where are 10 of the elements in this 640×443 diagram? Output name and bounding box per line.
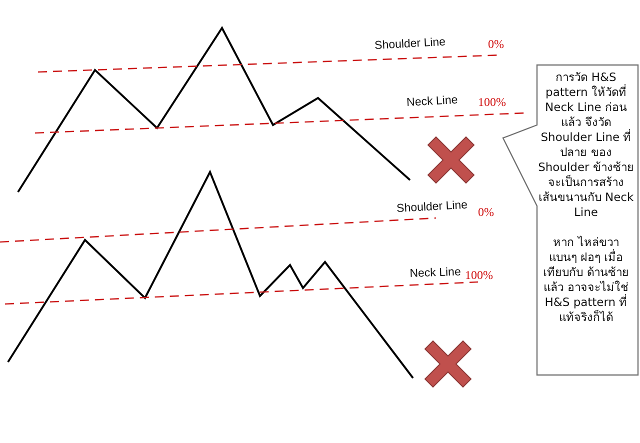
- percent-label: 100%: [478, 96, 506, 109]
- percent-label: 0%: [488, 38, 504, 51]
- percent-label: 100%: [465, 269, 493, 282]
- line-label: Shoulder Line: [396, 199, 468, 216]
- line-label: Neck Line: [406, 94, 458, 110]
- percent-label: 0%: [478, 206, 494, 219]
- line-label: Shoulder Line: [374, 36, 446, 53]
- callout-text: การวัด H&S pattern ให้วัดที่ Neck Line ก่อน แล้ว จึงวัด Shoulder Line ที่ปลาย ของ Shoulder ข้างซ้าย จะเป็นการสร้าง เส้นขนานกับ Neck Line: [538, 70, 634, 220]
- line-label: Neck Line: [410, 266, 462, 281]
- callout-text: หาก ไหล่ขวา แบนๆ ฝอๆ เมื่อ เทียบกับ ด้านซ้ายแล้ว อาจจะไม่ใช่ H&S pattern ที่ แท้จริงก็ได้: [542, 235, 630, 325]
